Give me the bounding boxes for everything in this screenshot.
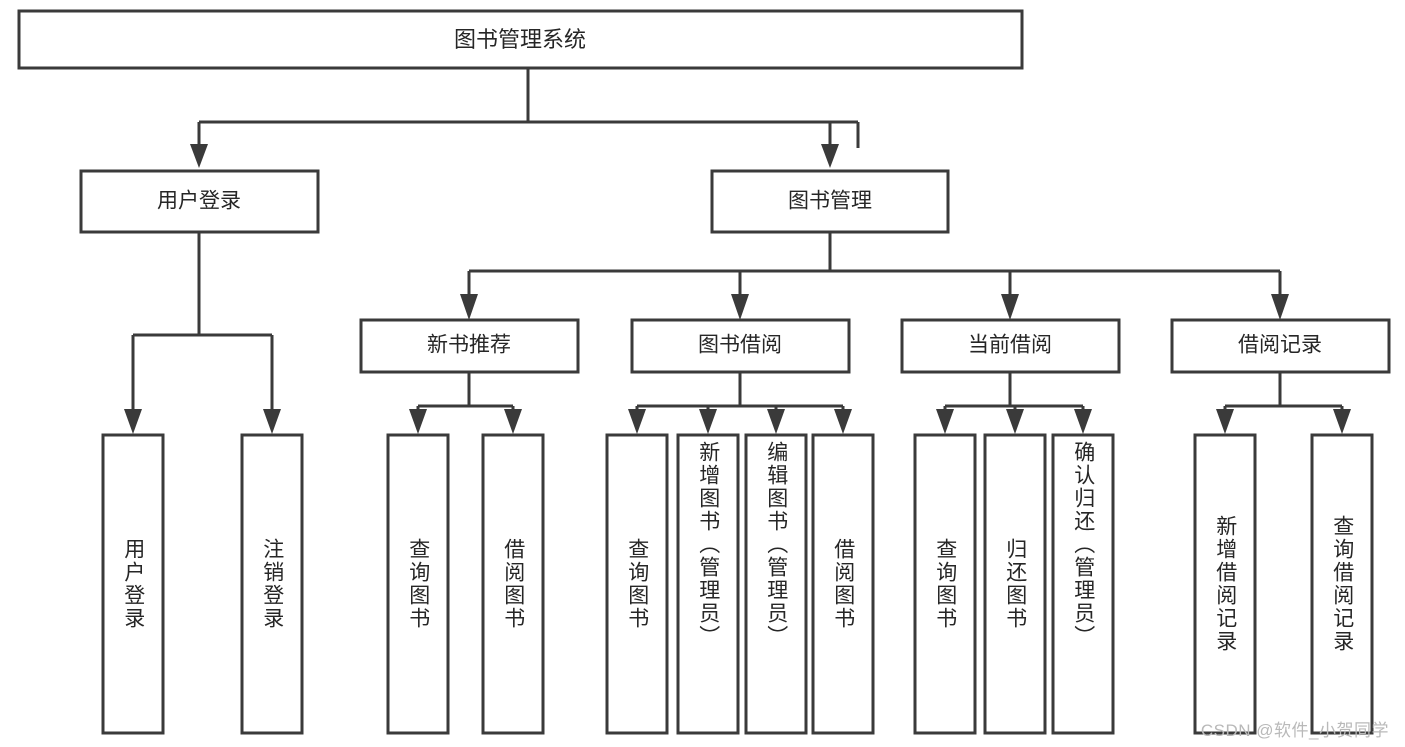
leaf-box-add-book-admin[interactable] [676,433,740,735]
leaf-box-edit-book-admin[interactable] [744,433,808,735]
connector-user-login-to-leaves [124,232,281,434]
leaf-box-add-borrow-record[interactable] [1193,433,1257,735]
connector-book-borrow-to-leaves [628,372,852,434]
connector-root-to-level2 [190,68,860,168]
leaf-box-query-book-recommend[interactable] [386,433,450,735]
connector-new-book-recommend-to-leaves [409,372,522,434]
node-book-management-label: 图书管理 [788,190,872,213]
connector-borrow-record-to-leaves [1216,372,1351,434]
node-root-label: 图书管理系统 [454,27,586,52]
node-current-borrow[interactable] [900,318,1121,374]
leaf-box-query-borrow-record[interactable] [1310,433,1374,735]
leaf-box-confirm-return-admin[interactable] [1051,433,1115,735]
node-current-borrow-label: 当前借阅 [968,334,1052,357]
node-root[interactable] [17,9,1024,70]
connector-current-borrow-to-leaves [936,372,1092,434]
leaf-box-logout[interactable] [240,433,304,735]
node-user-login-label: 用户登录 [157,190,241,213]
node-book-borrow[interactable] [630,318,851,374]
leaf-box-return-book[interactable] [983,433,1047,735]
node-borrow-record[interactable] [1170,318,1391,374]
csdn-watermark: CSDN @软件_小贺同学 [1200,721,1389,740]
leaf-box-query-book-borrow[interactable] [605,433,669,735]
node-user-login[interactable] [79,169,320,234]
leaf-box-borrow-book[interactable] [811,433,875,735]
connector-book-management-to-level3 [460,232,1289,320]
leaf-box-query-book-current[interactable] [913,433,977,735]
node-borrow-record-label: 借阅记录 [1238,334,1322,357]
node-new-book-recommend-label: 新书推荐 [427,334,511,357]
node-book-borrow-label: 图书借阅 [698,334,782,357]
leaf-box-user-login[interactable] [101,433,165,735]
leaf-box-borrow-book-recommend[interactable] [481,433,545,735]
